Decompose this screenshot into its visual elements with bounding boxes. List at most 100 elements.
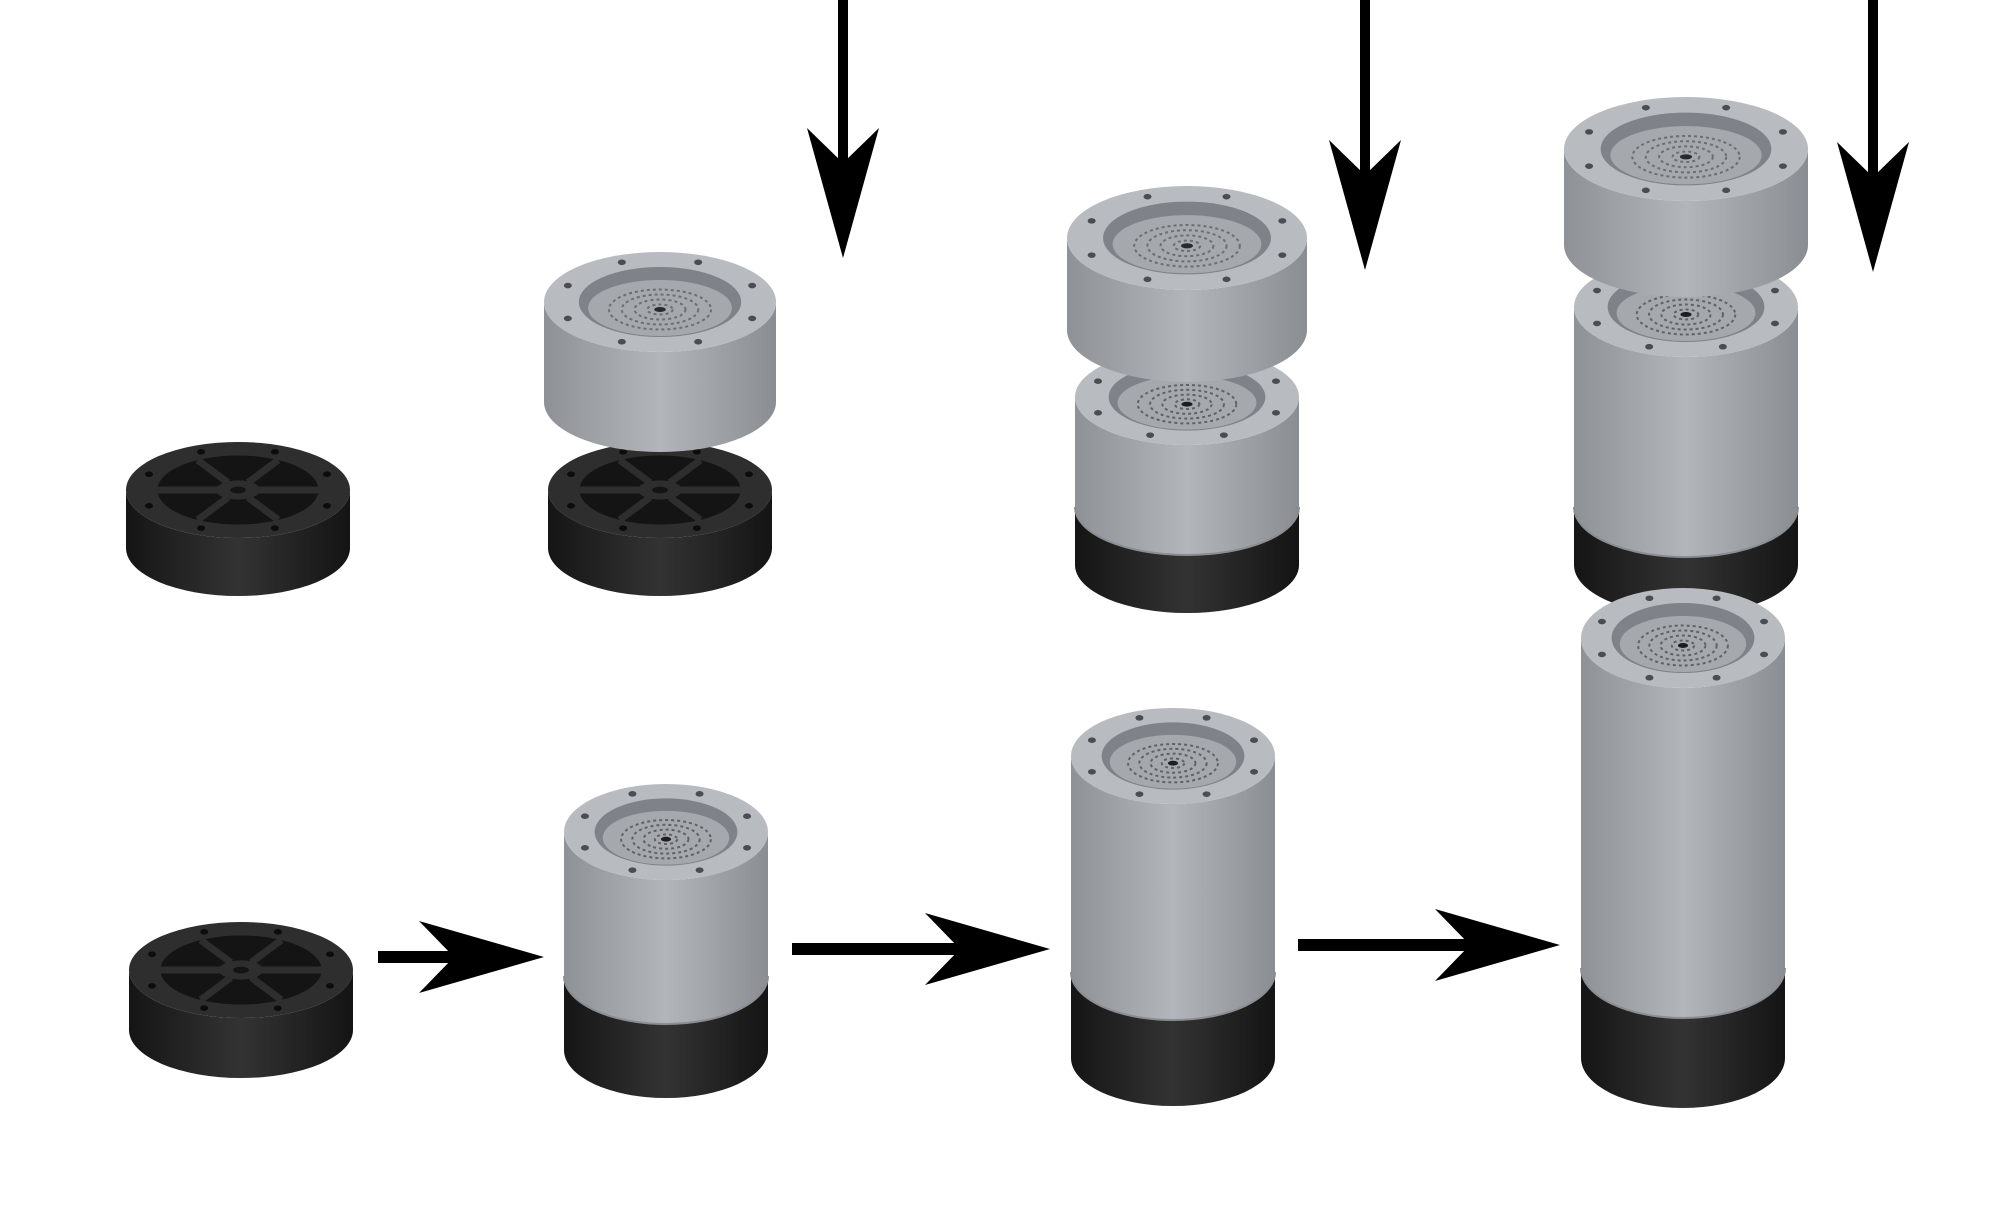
stack-ring-segment — [1071, 756, 1275, 1020]
mount-hole — [1760, 618, 1769, 625]
down-arrow-icon — [807, 0, 879, 258]
mount-hole — [628, 791, 637, 797]
ring-grip-pattern — [1146, 229, 1228, 263]
mount-hole — [273, 929, 282, 935]
mount-hole — [1087, 768, 1096, 775]
mount-hole — [1250, 768, 1259, 775]
mount-hole — [694, 259, 703, 266]
mount-hole — [1250, 737, 1259, 744]
stack-grip-pattern — [1138, 747, 1208, 779]
mount-hole — [743, 844, 752, 851]
right-arrow-head — [1435, 909, 1560, 981]
mount-hole — [748, 282, 757, 289]
ring-grip-pattern — [1658, 145, 1714, 169]
base-spoke — [248, 937, 284, 966]
stack-center-pin — [1680, 312, 1692, 317]
mount-hole — [1222, 193, 1231, 200]
mount-hole — [1645, 595, 1654, 602]
ring-side — [1564, 149, 1808, 297]
step2-base — [548, 442, 772, 596]
mount-hole — [748, 315, 757, 322]
mount-hole — [1094, 378, 1103, 385]
base-spoke — [198, 937, 234, 966]
mount-hole — [1770, 287, 1779, 294]
mount-hole — [1087, 218, 1096, 224]
stack-black-base — [1071, 972, 1275, 1106]
mount-hole — [145, 471, 154, 478]
mount-hole — [1222, 276, 1231, 283]
mount-hole — [1585, 129, 1594, 135]
mount-hole — [692, 525, 701, 531]
mount-hole — [744, 502, 753, 509]
stack-grip-pattern — [1648, 298, 1724, 331]
mount-hole — [270, 449, 279, 455]
row2-base-only — [129, 922, 353, 1078]
mount-hole — [694, 338, 703, 345]
stack-ring-segment — [1075, 397, 1299, 555]
mount-hole — [322, 471, 331, 478]
stack-ring-segment — [564, 832, 768, 1024]
mount-hole — [619, 449, 628, 455]
stack-grip-pattern — [1648, 629, 1718, 662]
stack-black-base — [1581, 968, 1785, 1108]
mount-hole — [1778, 163, 1787, 169]
mount-hole — [1202, 715, 1211, 721]
stack-center-pin — [1167, 760, 1179, 766]
mount-hole — [619, 525, 628, 531]
mount-hole — [692, 449, 701, 455]
mount-hole — [743, 813, 752, 820]
mount-hole — [563, 315, 572, 322]
stack-grip-pattern — [1659, 634, 1707, 657]
stack-grip-pattern — [620, 819, 712, 860]
base-spoke — [245, 494, 281, 523]
ring-grip-pattern — [646, 303, 674, 316]
ring-grip-pattern — [620, 293, 700, 326]
stack-grip-pattern — [1637, 624, 1729, 667]
mount-hole — [563, 282, 572, 289]
mount-hole — [1641, 104, 1650, 111]
mount-hole — [1722, 104, 1731, 111]
three-ring-stack — [1580, 588, 1786, 1108]
stack-ring-segment — [1581, 638, 1785, 1018]
ring-center-pin — [1679, 154, 1693, 160]
step3-partial-stack — [1074, 349, 1300, 613]
stack-grip-pattern — [631, 823, 701, 855]
stack-grip-pattern — [1670, 639, 1696, 652]
ring-grip-pattern — [1159, 234, 1215, 258]
mount-hole — [1712, 595, 1721, 602]
stack-grip-pattern — [1161, 393, 1213, 415]
base-spoke — [195, 457, 231, 486]
mount-hole — [197, 525, 206, 531]
mount-hole — [1271, 378, 1280, 385]
down-arrow-icon — [1837, 0, 1909, 272]
mount-hole — [148, 982, 157, 989]
right-arrow-head — [419, 921, 544, 993]
stack-grip-pattern — [642, 828, 690, 850]
segment-seam — [563, 975, 769, 1025]
down-arrow-head — [1329, 140, 1401, 270]
right-arrow-icon — [378, 921, 544, 993]
base-spoke — [248, 974, 284, 1003]
mount-hole — [1722, 187, 1731, 194]
mount-hole — [1202, 791, 1211, 797]
mount-hole — [1135, 791, 1144, 797]
stack-black-base — [1574, 507, 1798, 615]
mount-hole — [1778, 129, 1787, 135]
base-hub-hole — [233, 966, 249, 974]
mount-hole — [628, 867, 637, 873]
ring-grip-pattern — [607, 288, 713, 331]
mount-hole — [200, 929, 209, 935]
segment-seam — [1580, 967, 1786, 1019]
one-ring-stack — [563, 784, 769, 1098]
down-arrow-icon — [1329, 0, 1401, 270]
base-spoke — [245, 457, 281, 486]
ring-center-pin — [654, 307, 666, 312]
mount-hole — [1645, 343, 1654, 350]
mount-hole — [145, 502, 154, 509]
mount-hole — [567, 471, 576, 478]
mount-hole — [1278, 252, 1287, 258]
mount-hole — [1760, 651, 1769, 658]
base-side — [129, 970, 353, 1078]
base-spoke — [195, 494, 231, 523]
